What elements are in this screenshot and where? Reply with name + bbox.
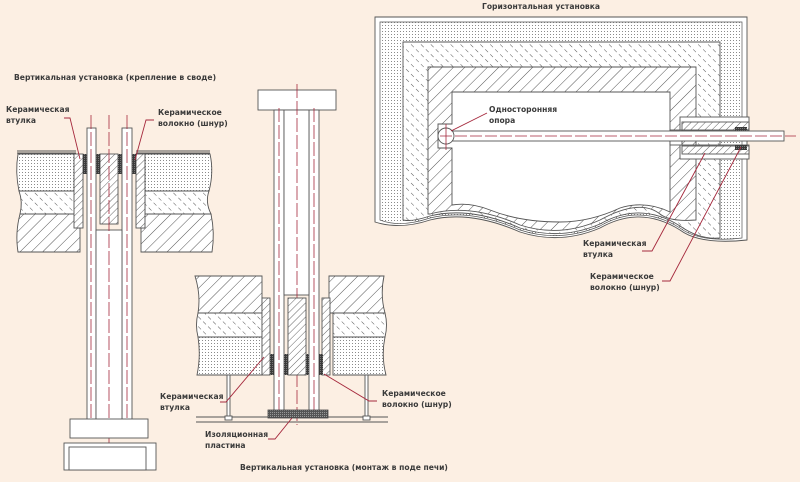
panel-vertical-roof: Вертикальная установка (крепление в свод… bbox=[6, 73, 228, 471]
furnace-chamber bbox=[437, 91, 671, 223]
floor-wall-left bbox=[194, 275, 263, 376]
svg-text:Керамическое: Керамическое bbox=[382, 389, 446, 398]
roof-fibre-cords bbox=[83, 154, 136, 174]
roof-label-fibre: Керамическое волокно (шнур) bbox=[134, 108, 228, 161]
floor-support bbox=[196, 374, 388, 423]
leader-line bbox=[134, 119, 154, 161]
floor-label-plate: Изоляционная пластина bbox=[205, 417, 293, 450]
panel-vertical-roof-title: Вертикальная установка (крепление в свод… bbox=[14, 73, 216, 82]
leader-line bbox=[662, 146, 742, 282]
svg-text:Керамическое: Керамическое bbox=[590, 272, 654, 281]
leader-line bbox=[642, 152, 706, 252]
floor-label-fibre: Керамическое волокно (шнур) bbox=[323, 373, 452, 409]
floor-ceramic-sleeves bbox=[261, 297, 331, 376]
roof-thermocouple-head bbox=[63, 418, 157, 471]
svg-text:Керамическая: Керамическая bbox=[160, 392, 224, 401]
svg-text:пластина: пластина bbox=[205, 441, 246, 450]
leader-line bbox=[450, 112, 488, 132]
leader-line bbox=[220, 356, 265, 403]
horizontal-label-sleeve: Керамическая втулка bbox=[583, 152, 706, 259]
svg-text:Керамическая: Керамическая bbox=[6, 105, 70, 114]
roof-centerlines bbox=[90, 115, 128, 445]
leader-line bbox=[64, 117, 81, 160]
insulation-plate bbox=[267, 409, 329, 419]
svg-text:Керамическая: Керамическая bbox=[583, 239, 647, 248]
panel-vertical-floor: Керамическая втулка Керамическое волокно… bbox=[160, 84, 452, 472]
horizontal-label-support: Односторонняя опора bbox=[450, 105, 557, 132]
leader-line bbox=[323, 373, 377, 402]
floor-wall-right bbox=[328, 275, 387, 376]
horizontal-label-fibre: Керамическое волокно (шнур) bbox=[590, 146, 742, 292]
roof-label-sleeve: Керамическая втулка bbox=[6, 105, 81, 160]
floor-fibre-cords bbox=[270, 354, 323, 375]
leader-line bbox=[268, 417, 293, 440]
svg-text:втулка: втулка bbox=[583, 250, 613, 259]
roof-wall-left bbox=[16, 150, 81, 253]
svg-text:волокно (шнур): волокно (шнур) bbox=[590, 283, 660, 292]
svg-text:опора: опора bbox=[489, 116, 515, 125]
floor-label-sleeve: Керамическая втулка bbox=[160, 356, 265, 412]
panel-horizontal-title: Горизонтальная установка bbox=[482, 2, 600, 11]
svg-text:Керамическое: Керамическое bbox=[158, 108, 222, 117]
roof-wall-right bbox=[136, 150, 214, 253]
svg-text:Изоляционная: Изоляционная bbox=[205, 430, 268, 439]
svg-text:волокно (шнур): волокно (шнур) bbox=[158, 119, 228, 128]
panel-horizontal: Горизонтальная установка Од bbox=[374, 2, 796, 292]
panel-vertical-floor-title: Вертикальная установка (монтаж в поде пе… bbox=[240, 463, 448, 472]
svg-text:Односторонняя: Односторонняя bbox=[489, 105, 557, 114]
svg-text:волокно (шнур): волокно (шнур) bbox=[382, 400, 452, 409]
svg-text:втулка: втулка bbox=[6, 116, 36, 125]
svg-text:втулка: втулка bbox=[160, 403, 190, 412]
